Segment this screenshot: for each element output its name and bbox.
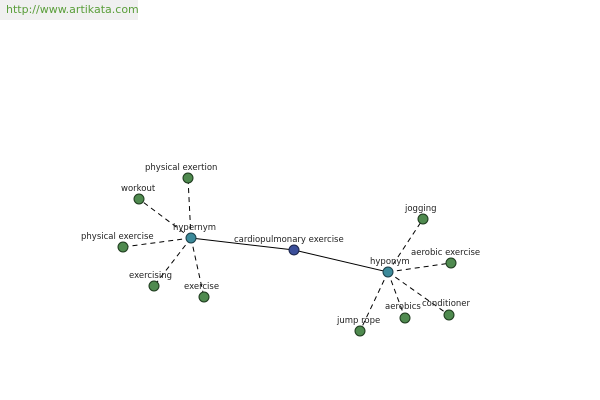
edge-hypo-root bbox=[293, 249, 389, 273]
edge-hypo-aerobic-exercise bbox=[387, 262, 452, 273]
label-jump-rope: jump rope bbox=[336, 316, 380, 326]
edge-hyper-physical-exercise bbox=[122, 237, 192, 248]
node-jogging[interactable] bbox=[417, 213, 429, 225]
node-jump-rope[interactable] bbox=[354, 325, 366, 337]
node-hypo[interactable] bbox=[382, 266, 394, 278]
label-physical-exercise: physical exercise bbox=[81, 232, 154, 242]
label-root: cardiopulmonary exercise bbox=[234, 235, 344, 245]
node-workout[interactable] bbox=[133, 193, 145, 205]
edge-hypo-jump-rope bbox=[359, 271, 389, 332]
label-hyper: hypernym bbox=[173, 223, 216, 233]
label-jogging: jogging bbox=[404, 204, 437, 214]
graph-edges bbox=[122, 177, 452, 332]
node-aerobic-exercise[interactable] bbox=[445, 257, 457, 269]
edge-hypo-jogging bbox=[387, 218, 424, 273]
graph-nodes bbox=[117, 172, 457, 337]
node-root[interactable] bbox=[288, 244, 300, 256]
edge-hyper-root bbox=[190, 237, 295, 251]
edge-hyper-physical-exertion bbox=[187, 177, 192, 239]
label-hypo: hyponym bbox=[370, 257, 410, 267]
node-hyper[interactable] bbox=[185, 232, 197, 244]
source-link[interactable]: http://www.artikata.com bbox=[6, 3, 139, 16]
node-conditioner[interactable] bbox=[443, 309, 455, 321]
node-exercising[interactable] bbox=[148, 280, 160, 292]
node-exercise[interactable] bbox=[198, 291, 210, 303]
edge-hypo-conditioner bbox=[387, 271, 450, 316]
node-physical-exercise[interactable] bbox=[117, 241, 129, 253]
label-aerobic-exercise: aerobic exercise bbox=[411, 248, 480, 258]
edge-hypo-aerobics bbox=[387, 271, 406, 319]
label-workout: workout bbox=[121, 184, 156, 194]
label-exercising: exercising bbox=[129, 271, 172, 281]
node-aerobics[interactable] bbox=[399, 312, 411, 324]
source-banner: http://www.artikata.com bbox=[0, 0, 139, 20]
edge-hyper-workout bbox=[138, 198, 192, 239]
edge-hyper-exercise bbox=[190, 237, 205, 298]
label-aerobics: aerobics bbox=[385, 302, 421, 312]
edge-hyper-exercising bbox=[153, 237, 192, 287]
label-physical-exertion: physical exertion bbox=[145, 163, 217, 173]
node-physical-exertion[interactable] bbox=[182, 172, 194, 184]
label-conditioner: conditioner bbox=[422, 299, 471, 309]
label-exercise: exercise bbox=[184, 282, 219, 292]
graph-labels: cardiopulmonary exercise hypernym hyponym p… bbox=[81, 163, 480, 326]
